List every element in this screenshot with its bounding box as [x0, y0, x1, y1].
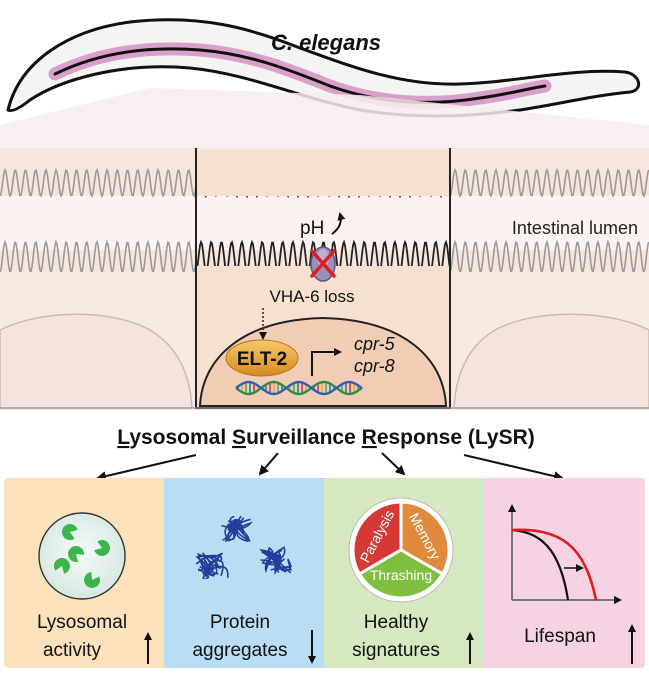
ph-up-arrow — [331, 212, 346, 235]
lysosome-enzyme — [61, 524, 78, 541]
lysosome-membrane — [38, 512, 126, 600]
title-initial-l: L — [117, 426, 130, 449]
vha6-pump — [310, 246, 336, 282]
lysosome-enzymes — [53, 524, 111, 588]
side-nucleus-left — [0, 313, 193, 409]
protein-aggregate — [221, 515, 253, 543]
pie-slice-thrashing-label: Thrashing — [370, 567, 432, 583]
center-cell-upper — [196, 150, 450, 196]
microvilli-bottom — [0, 239, 649, 275]
microvilli-top — [0, 168, 649, 199]
gene-cpr5: cpr-5 — [354, 334, 396, 354]
dna-strand-2 — [235, 380, 363, 396]
side-nucleus-right — [453, 313, 649, 409]
title-abbrev: (LySR) — [468, 426, 535, 449]
healthy-line1: Healthy — [364, 612, 429, 633]
panel-protein-bg — [164, 478, 324, 668]
title-rest-r: esponse — [377, 426, 462, 449]
lysosome-enzyme — [68, 545, 85, 562]
cross-mark-2 — [310, 249, 336, 278]
arrow-to-healthy — [381, 452, 406, 476]
elt2-protein — [225, 339, 299, 377]
worm: C. elegans — [6, 18, 641, 118]
dna-helix — [235, 380, 363, 396]
gene-cpr8: cpr-8 — [354, 356, 395, 376]
panels — [4, 478, 645, 668]
dna-strand-1 — [235, 380, 363, 396]
arrow-to-lysosomal — [96, 454, 197, 482]
lumen-label: Intestinal lumen — [512, 218, 638, 238]
protein-aggregate — [195, 552, 229, 580]
zoom-fan — [0, 88, 649, 160]
lysosomal-line2: activity — [43, 640, 102, 661]
response-arrows — [96, 452, 564, 482]
transcription-arrow — [311, 348, 342, 376]
ph-indicator: pH — [300, 212, 346, 239]
lysosome-enzyme — [84, 572, 101, 588]
elt2-label: ELT-2 — [237, 349, 287, 370]
protein-line1: Protein — [210, 612, 270, 633]
microvilli-bottom-center — [195, 239, 451, 275]
organism-label: C. elegans — [271, 30, 381, 55]
healthy-line2: signatures — [352, 640, 440, 661]
protein-aggregates-icon — [195, 515, 293, 580]
lifespan-label: Lifespan — [524, 626, 596, 647]
worm-gut-core — [53, 47, 547, 104]
title-initial-r: R — [362, 426, 377, 449]
arrow-to-lifespan — [463, 454, 564, 482]
title-rest-l: ysosomal — [129, 426, 226, 449]
protein-aggregate — [258, 546, 293, 575]
intestinal-lumen — [0, 196, 649, 250]
lysr-title: Lysosomal Surveillance Response (LySR) — [117, 426, 535, 449]
vha6-loss-label: VHA-6 loss — [269, 287, 354, 306]
title-initial-s: S — [232, 426, 246, 449]
lysosome-enzyme — [53, 557, 70, 574]
title-rest-s: urveillance — [246, 426, 356, 449]
ph-label: pH — [300, 218, 324, 239]
lysosome-enzyme — [94, 539, 111, 556]
survival-plot — [508, 504, 622, 604]
arrow-to-protein — [258, 452, 279, 476]
extended-curve — [511, 528, 598, 601]
protein-line2: aggregates — [192, 640, 287, 661]
elt2-complex: ELT-2 cpr-5 cpr-8 — [225, 334, 396, 396]
control-curve — [511, 528, 570, 601]
pie-slice-thrashing — [357, 548, 445, 600]
lysosome-icon — [38, 512, 126, 600]
lysosomal-line1: Lysosomal — [37, 612, 127, 633]
